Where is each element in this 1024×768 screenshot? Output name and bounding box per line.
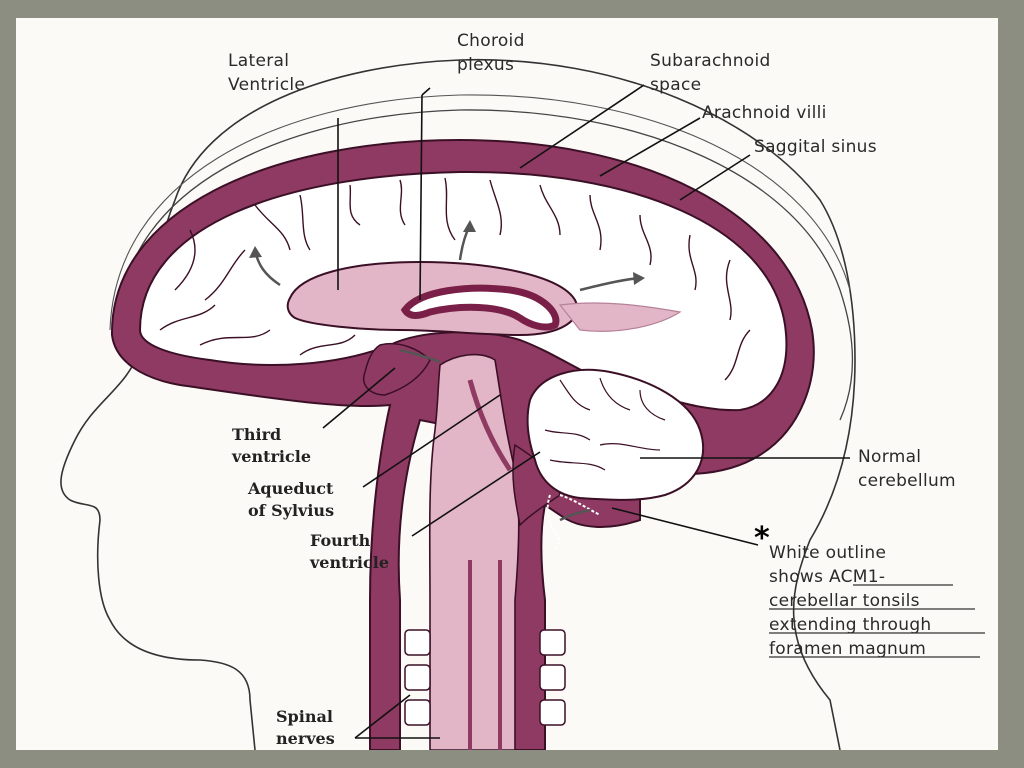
- gyri-lines: [159, 177, 751, 381]
- slide: Lateral Ventricle Choroid plexus Subarac…: [16, 18, 998, 750]
- label-subarachnoid-space: Subarachnoid space: [650, 51, 776, 95]
- lead-white-outline: [611, 507, 759, 546]
- lateral-ventricle-horn: [558, 302, 682, 332]
- label-white-outline: White outline shows ACM1- cerebellar ton…: [769, 543, 937, 659]
- label-choroid-plexus: Choroid plexus: [457, 31, 530, 75]
- skull-outline: [119, 109, 854, 421]
- brainstem: [428, 353, 520, 750]
- label-third-ventricle: Third ventricle: [231, 425, 311, 466]
- arrow-heads: [249, 220, 645, 285]
- lead-subarachnoid: [519, 84, 645, 169]
- lead-choroid-plexus: [419, 94, 423, 301]
- cerebellum-folia: [544, 377, 666, 471]
- leader-lines: [322, 84, 850, 739]
- tonsil-outline: [546, 494, 601, 551]
- label-arachnoid-villi: Arachnoid villi: [702, 103, 827, 123]
- star-marker: *: [754, 521, 770, 556]
- lead-arachnoid-villi: [599, 117, 701, 177]
- lead-choroid-bend: [421, 87, 431, 96]
- choroid-plexus: [400, 284, 560, 331]
- label-fourth-ventricle: Fourth ventricle: [309, 531, 389, 572]
- aqueduct-of-sylvius: [467, 379, 513, 472]
- lead-third-ventricle: [322, 367, 396, 429]
- scalp-outline: [109, 94, 851, 331]
- lead-aqueduct: [362, 394, 501, 488]
- spinal-canal: [468, 560, 502, 750]
- brain-csf-diagram: Lateral Ventricle Choroid plexus Subarac…: [60, 31, 985, 750]
- cerebellum: [526, 368, 705, 501]
- lead-fourth-ventricle: [411, 451, 541, 537]
- label-spinal-nerves: Spinal nerves: [276, 707, 338, 748]
- white-outline-underlines: [769, 584, 985, 658]
- lead-saggital-sinus: [679, 154, 751, 201]
- third-ventricle: [363, 343, 431, 396]
- lead-spinal-nerves-b: [354, 694, 411, 739]
- vertebrae: [404, 629, 566, 726]
- label-normal-cerebellum: Normal cerebellum: [858, 447, 956, 491]
- label-lateral-ventricle: Lateral Ventricle: [228, 51, 305, 95]
- label-saggital-sinus: Saggital sinus: [754, 137, 877, 157]
- label-aqueduct-of-sylvius: Aqueduct of Sylvius: [247, 479, 339, 520]
